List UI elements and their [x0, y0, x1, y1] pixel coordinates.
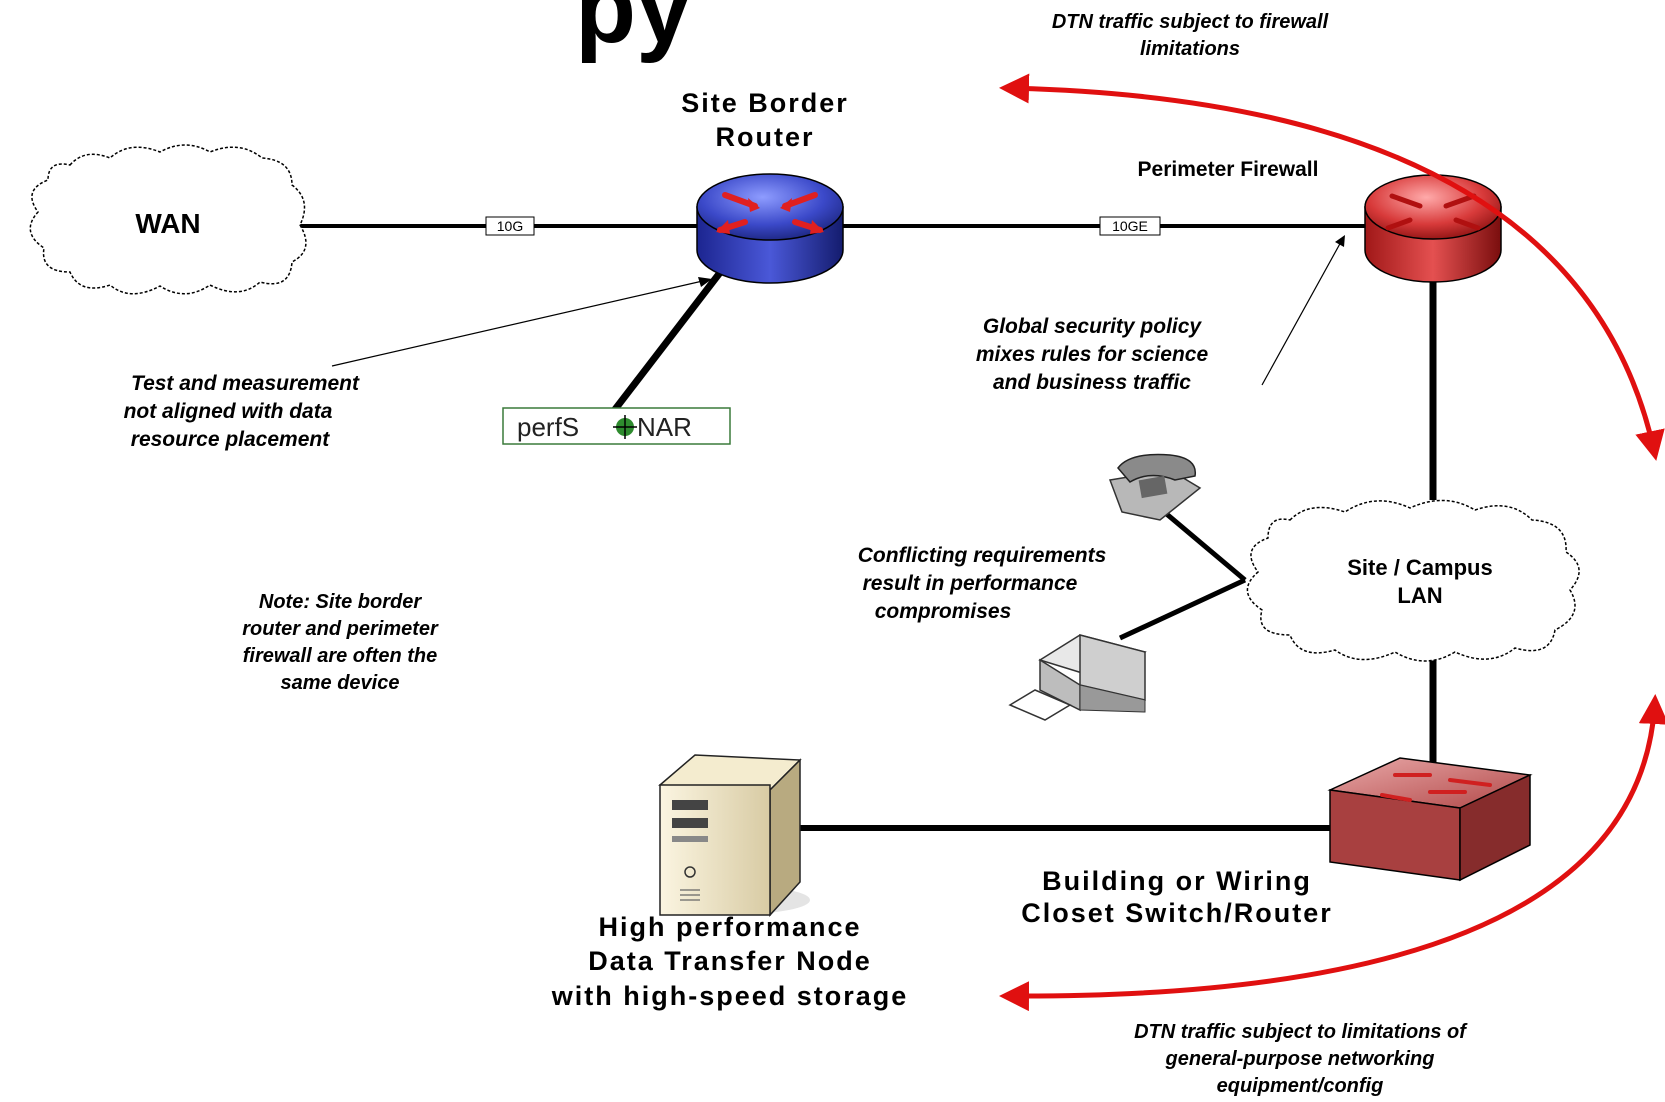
svg-text:limitations: limitations — [1140, 38, 1240, 60]
slide-title-fragment: py — [575, 0, 692, 64]
svg-text:Global security policy: Global security policy — [983, 315, 1203, 338]
svg-text:router and perimeter: router and perimeter — [242, 618, 439, 640]
printer-icon — [1008, 634, 1147, 721]
wan-label: WAN — [135, 208, 200, 239]
campus-lan-cloud: Site / Campus LAN — [1246, 499, 1580, 662]
server-icon — [658, 754, 810, 917]
svg-text:10GE: 10GE — [1112, 218, 1148, 234]
dtn-label-line2: Data Transfer Node — [588, 946, 872, 976]
dtn-label-line1: High performance — [598, 912, 861, 942]
annotation-security-policy: Global security policy mixes rules for s… — [976, 315, 1209, 394]
svg-text:equipment/config: equipment/config — [1217, 1075, 1384, 1097]
router-label-line1: Site Border — [681, 88, 849, 118]
telephone-icon — [1108, 453, 1202, 521]
switch-label-line1: Building or Wiring — [1042, 866, 1312, 896]
pointer-security-policy — [1261, 235, 1345, 386]
svg-text:perfS: perfS — [517, 412, 579, 442]
svg-text:Note: Site border: Note: Site border — [259, 591, 422, 613]
switch-label-line2: Closet Switch/Router — [1021, 898, 1333, 928]
svg-text:firewall are often the: firewall are often the — [243, 645, 438, 667]
annotation-note: Note: Site border router and perimeter f… — [242, 591, 439, 694]
svg-text:10G: 10G — [497, 218, 523, 234]
annotation-firewall-limit: DTN traffic subject to firewall limitati… — [1052, 11, 1329, 60]
svg-text:Conflicting requirements: Conflicting requirements — [858, 544, 1107, 567]
speed-label-10g: 10G — [485, 216, 535, 236]
router-label-line2: Router — [716, 122, 815, 152]
firewall-router-icon — [1364, 174, 1502, 283]
link-router-perfsonar — [610, 267, 725, 415]
firewall-limit-arrow — [999, 73, 1665, 461]
link-printer-lan — [1118, 577, 1247, 641]
svg-text:not aligned with data: not aligned with data — [124, 400, 333, 423]
svg-text:resource placement: resource placement — [131, 428, 330, 451]
wan-cloud: WAN — [29, 144, 307, 295]
svg-text:mixes rules for science: mixes rules for science — [976, 343, 1209, 366]
svg-text:and business traffic: and business traffic — [993, 371, 1191, 394]
annotation-conflicting: Conflicting requirements result in perfo… — [858, 544, 1107, 623]
annotation-general-purpose: DTN traffic subject to limitations of ge… — [1134, 1021, 1468, 1097]
pointer-test-measurement — [331, 277, 712, 367]
lan-label-line1: Site / Campus — [1347, 555, 1492, 580]
general-purpose-limit-arrow — [999, 694, 1665, 1012]
firewall-label: Perimeter Firewall — [1138, 158, 1319, 181]
annotation-test-measurement: Test and measurement not aligned with da… — [124, 372, 360, 451]
perfsonar-logo: perfS NAR — [502, 407, 731, 445]
svg-text:general-purpose networking: general-purpose networking — [1165, 1048, 1435, 1070]
speed-label-10ge: 10GE — [1099, 216, 1161, 236]
svg-text:DTN traffic subject to limitat: DTN traffic subject to limitations of — [1134, 1021, 1468, 1043]
switch-icon — [1327, 757, 1533, 882]
svg-text:result in performance: result in performance — [863, 572, 1078, 595]
svg-text:compromises: compromises — [875, 600, 1012, 623]
svg-text:DTN traffic subject to firewal: DTN traffic subject to firewall — [1052, 11, 1329, 33]
svg-text:Test and measurement: Test and measurement — [131, 372, 360, 395]
svg-text:same device: same device — [281, 672, 400, 694]
svg-text:NAR: NAR — [637, 412, 692, 442]
router-icon — [696, 173, 844, 284]
dtn-label-line3: with high-speed storage — [551, 981, 909, 1011]
lan-label-line2: LAN — [1397, 583, 1442, 608]
